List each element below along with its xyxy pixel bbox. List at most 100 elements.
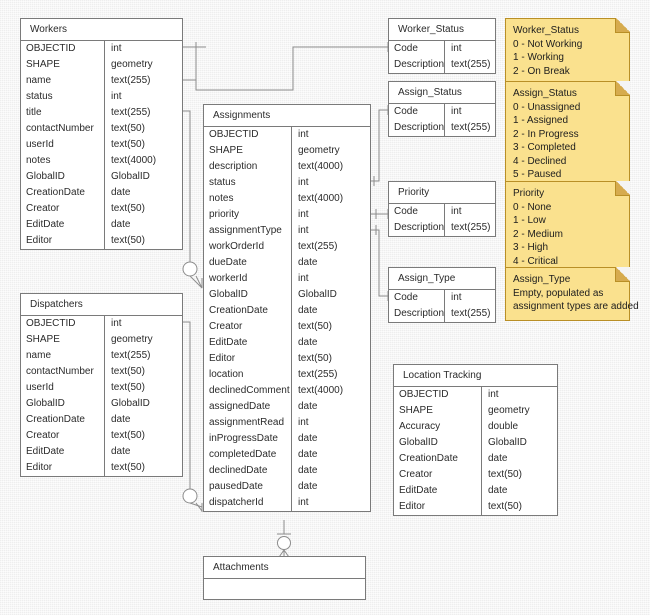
note-assign-type[interactable]: Assign_Type Empty, populated as assignme…: [505, 267, 639, 321]
edge-workers-to-assignments: [183, 110, 191, 262]
note-title: Priority: [513, 188, 545, 199]
attr-field: assignmentRead: [204, 415, 292, 431]
attr-type: int: [451, 292, 462, 303]
attr-field: OBJECTID: [21, 41, 105, 57]
attr-type: int: [298, 177, 309, 188]
cardinality-zero-circle-worker: [182, 261, 198, 277]
attr-field: Code: [389, 104, 445, 120]
attr-type: date: [298, 401, 318, 412]
attr-field: Description: [389, 220, 445, 236]
crowsfoot-dispatcher-b: [195, 502, 203, 512]
attr-field: contactNumber: [21, 121, 105, 137]
note-fold-corner-icon: [615, 81, 630, 96]
attr-field: EditDate: [21, 444, 105, 460]
table-row: assignmentType int: [204, 223, 370, 239]
attr-type: int: [298, 225, 309, 236]
attr-field: workerId: [204, 271, 292, 287]
note-title: Worker_Status: [513, 25, 579, 36]
entity-location-tracking-title: Location Tracking: [394, 365, 557, 387]
note-line: 3 - Completed: [513, 142, 576, 153]
attr-field: OBJECTID: [204, 127, 292, 143]
crowsfoot-worker-a: [189, 275, 203, 289]
edge-dispatchers-to-assignments: [183, 321, 191, 489]
attr-field: GlobalID: [21, 396, 105, 412]
attr-field: assignedDate: [204, 399, 292, 415]
attr-type: text(255): [451, 308, 491, 319]
attr-type: text(50): [298, 353, 332, 364]
attr-type: int: [298, 497, 309, 508]
attr-field: description: [204, 159, 292, 175]
note-line: 4 - Declined: [513, 155, 567, 167]
attr-field: userId: [21, 380, 105, 396]
attr-type: int: [111, 43, 122, 54]
attr-type: date: [111, 187, 131, 198]
note-fold-corner-icon: [615, 267, 630, 282]
note-line: 1 - Low: [513, 215, 546, 226]
note-line: 2 - In Progress: [513, 128, 579, 140]
attr-field: assignmentType: [204, 223, 292, 239]
attr-field: contactNumber: [21, 364, 105, 380]
attr-type: geometry: [488, 405, 530, 416]
entity-attachments[interactable]: Attachments: [203, 556, 366, 600]
attr-type: int: [451, 106, 462, 117]
attr-field: declinedDate: [204, 463, 292, 479]
attr-type: text(50): [298, 321, 332, 332]
entity-assign-status-title: Assign_Status: [389, 82, 495, 104]
edge-assignments-status-to-assignstatus: [371, 109, 388, 182]
table-row: contactNumber text(50): [21, 364, 182, 380]
note-title: Assign_Type: [513, 274, 571, 285]
attr-field: Description: [389, 120, 445, 136]
attr-type: geometry: [111, 59, 153, 70]
attr-type: text(50): [111, 366, 145, 377]
note-line: 5 - Paused: [513, 169, 562, 180]
attr-type: text(255): [111, 75, 151, 86]
note-title: Assign_Status: [513, 88, 577, 99]
note-worker-status[interactable]: Worker_Status 0 - Not Working 1 - Workin…: [505, 18, 630, 85]
note-line: 4 - Critical: [513, 255, 559, 267]
attr-field: Editor: [21, 233, 105, 249]
note-line: assignment types are added: [513, 301, 639, 312]
attr-field: pausedDate: [204, 479, 292, 495]
attr-field: Creator: [204, 319, 292, 335]
attr-type: int: [298, 417, 309, 428]
attr-type: int: [298, 209, 309, 220]
table-row: assignedDate date: [204, 399, 370, 415]
note-priority[interactable]: Priority 0 - None 1 - Low 2 - Medium 3 -…: [505, 181, 630, 275]
